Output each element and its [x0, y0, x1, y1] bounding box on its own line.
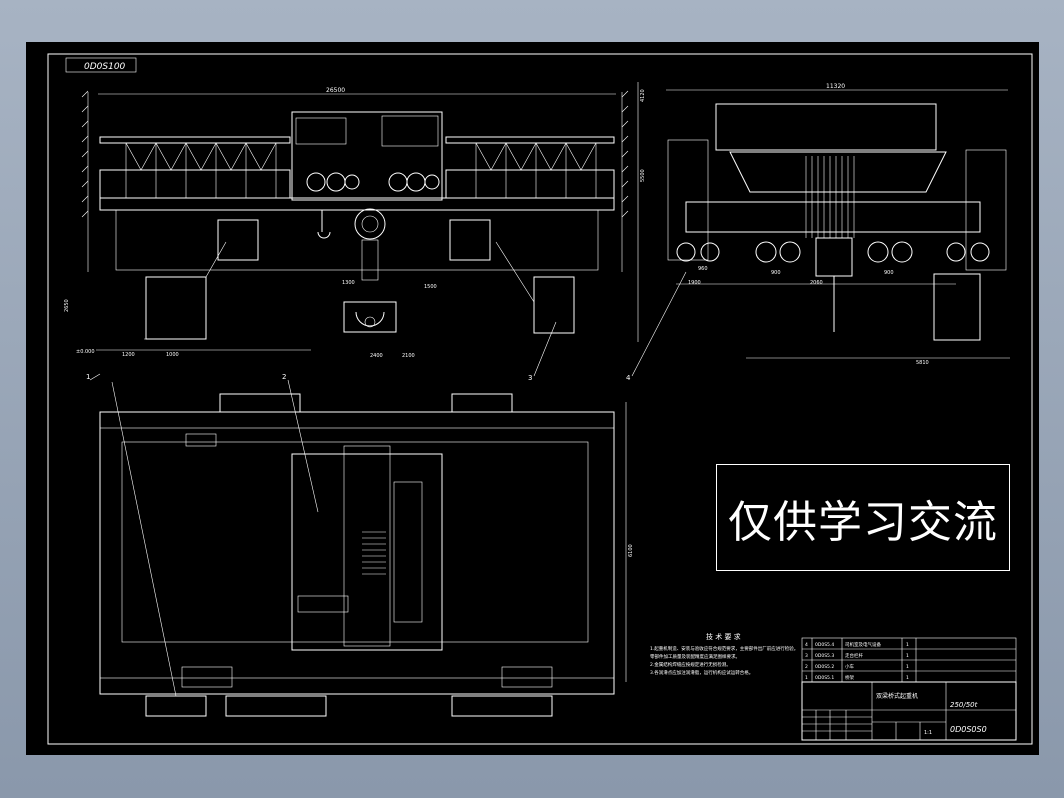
- title-block-name: 双梁桥式起重机: [876, 692, 918, 700]
- tech-requirements: 技 术 要 求 1.起重机制造、安装与验收应符合规范要求，主要部件出厂前应进行检…: [650, 632, 798, 676]
- svg-text:5810: 5810: [916, 360, 929, 366]
- tech-req-line: 2.金属结构焊缝应按规定进行无损检测。: [650, 661, 731, 668]
- svg-text:1900: 1900: [688, 280, 701, 286]
- svg-text:1: 1: [906, 653, 909, 659]
- trolley: [291, 111, 443, 201]
- drawing-tag-box: [65, 57, 137, 73]
- svg-text:1000: 1000: [166, 352, 179, 358]
- svg-text:4120: 4120: [640, 89, 646, 102]
- side-width-dim: 11320: [826, 83, 845, 90]
- tech-req-line: 1.起重机制造、安装与验收应符合规范要求，主要部件出厂前应进行检验。: [650, 645, 798, 652]
- svg-text:±0.000: ±0.000: [76, 349, 95, 355]
- side-view: 11320 1900 900 960 900 5810 2060: [666, 83, 1010, 366]
- tech-req-heading: 技 术 要 求: [706, 632, 741, 641]
- title-block-number: 0D0S0S0: [950, 725, 987, 734]
- svg-text:2: 2: [805, 664, 808, 670]
- cab-left: [217, 219, 259, 261]
- svg-text:2060: 2060: [810, 280, 823, 286]
- svg-text:1: 1: [906, 664, 909, 670]
- front-view: 26500: [64, 82, 646, 359]
- svg-text:960: 960: [698, 266, 708, 272]
- plan-view: 6100: [99, 381, 634, 717]
- tech-req-line: 3.各润滑点应加注润滑脂，运行机构应试运转合格。: [650, 669, 753, 676]
- callout-2: 2: [282, 373, 286, 381]
- svg-text:5500: 5500: [640, 169, 646, 182]
- svg-text:6100: 6100: [628, 544, 634, 557]
- svg-text:1: 1: [906, 642, 909, 648]
- svg-text:1: 1: [906, 675, 909, 681]
- svg-text:小车: 小车: [845, 663, 854, 670]
- callout-3: 3: [528, 374, 532, 382]
- span-dim: 26500: [326, 87, 345, 94]
- drawing-tag: 0D0S100: [84, 62, 126, 72]
- svg-text:900: 900: [884, 270, 894, 276]
- title-block: 双梁桥式起重机 250/50t 0D0S0S0 1:1: [801, 681, 1017, 741]
- svg-text:桥架: 桥架: [845, 674, 854, 681]
- svg-text:2100: 2100: [402, 353, 415, 359]
- cab-right: [449, 219, 491, 261]
- svg-text:1500: 1500: [424, 284, 437, 290]
- svg-text:2650: 2650: [64, 299, 70, 312]
- svg-text:司机室及电气设备: 司机室及电气设备: [845, 641, 881, 648]
- drawing-frame: [47, 53, 1033, 745]
- callout-4: 4: [626, 374, 631, 382]
- svg-text:1300: 1300: [342, 280, 355, 286]
- svg-text:2400: 2400: [370, 353, 383, 359]
- bom-table: 4 0D0S5.4 司机室及电气设备 1 3 0D0S5.3 走台栏杆 1 2 …: [801, 637, 1017, 683]
- svg-text:0D0S5.4: 0D0S5.4: [815, 642, 834, 648]
- plan-trolley: [291, 453, 443, 651]
- svg-text:走台栏杆: 走台栏杆: [845, 652, 863, 659]
- drawing-canvas: 0D0S100 26500: [47, 53, 1033, 745]
- callouts: 1 2 3 4: [86, 271, 687, 513]
- title-block-spec: 250/50t: [950, 701, 978, 709]
- drawing-sheet: 0D0S100 26500: [26, 42, 1039, 755]
- svg-text:0D0S5.3: 0D0S5.3: [815, 653, 834, 659]
- svg-text:900: 900: [771, 270, 781, 276]
- watermark: 仅供学习交流: [716, 464, 1010, 571]
- svg-text:3: 3: [805, 653, 808, 659]
- svg-text:4: 4: [805, 642, 808, 648]
- callout-1: 1: [86, 373, 90, 381]
- svg-text:1: 1: [805, 675, 808, 681]
- svg-text:0D0S5.1: 0D0S5.1: [815, 675, 834, 681]
- tech-req-line: 零部件加工质量及装配精度应满足图样要求。: [650, 653, 740, 660]
- svg-text:0D0S5.2: 0D0S5.2: [815, 664, 834, 670]
- svg-text:1200: 1200: [122, 352, 135, 358]
- title-block-scale: 1:1: [924, 730, 932, 736]
